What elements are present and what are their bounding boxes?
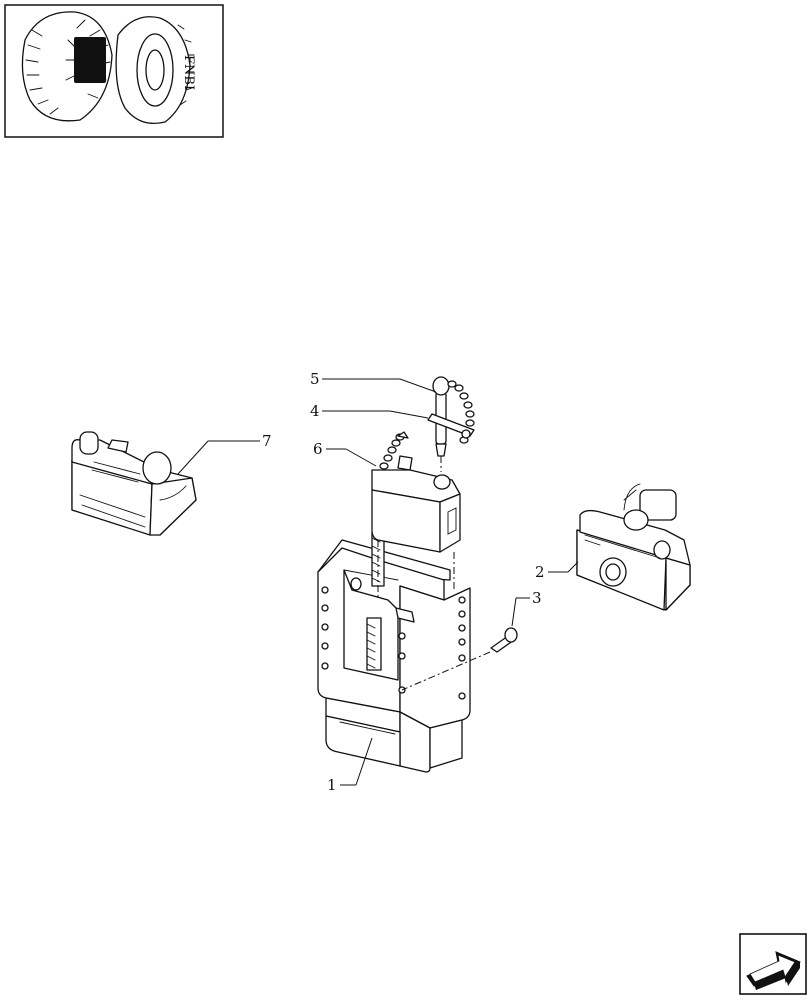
callout-6: 6 [313, 440, 323, 458]
callout-7: 7 [262, 432, 272, 450]
location-thumbnail[interactable]: FNBI [4, 4, 224, 138]
next-page-arrow-icon [746, 951, 801, 990]
leader-7 [177, 440, 209, 475]
part-2-hitch-jaw [576, 483, 691, 611]
callout-2: 2 [535, 563, 545, 581]
part-1-drawbar-bracket [317, 531, 471, 773]
tractor-wheel-illustration [21, 11, 195, 125]
locking-rack [366, 531, 385, 671]
callout-1: 1 [327, 776, 337, 794]
part-3-bolt [490, 627, 518, 653]
callout-4: 4 [310, 402, 320, 420]
assembly-axis-lines [377, 456, 491, 691]
thumbnail-caption: FNBI [181, 55, 196, 90]
callout-labels: 1 2 3 4 5 6 7 [262, 370, 545, 794]
callout-3: 3 [532, 589, 542, 607]
safety-chain [379, 431, 409, 470]
part-6-jaw-body [371, 431, 461, 553]
part-4-linch-clip [427, 413, 475, 439]
part-7-hitch-jaw [71, 431, 197, 536]
next-page-button[interactable] [739, 933, 807, 995]
callout-5: 5 [310, 370, 320, 388]
